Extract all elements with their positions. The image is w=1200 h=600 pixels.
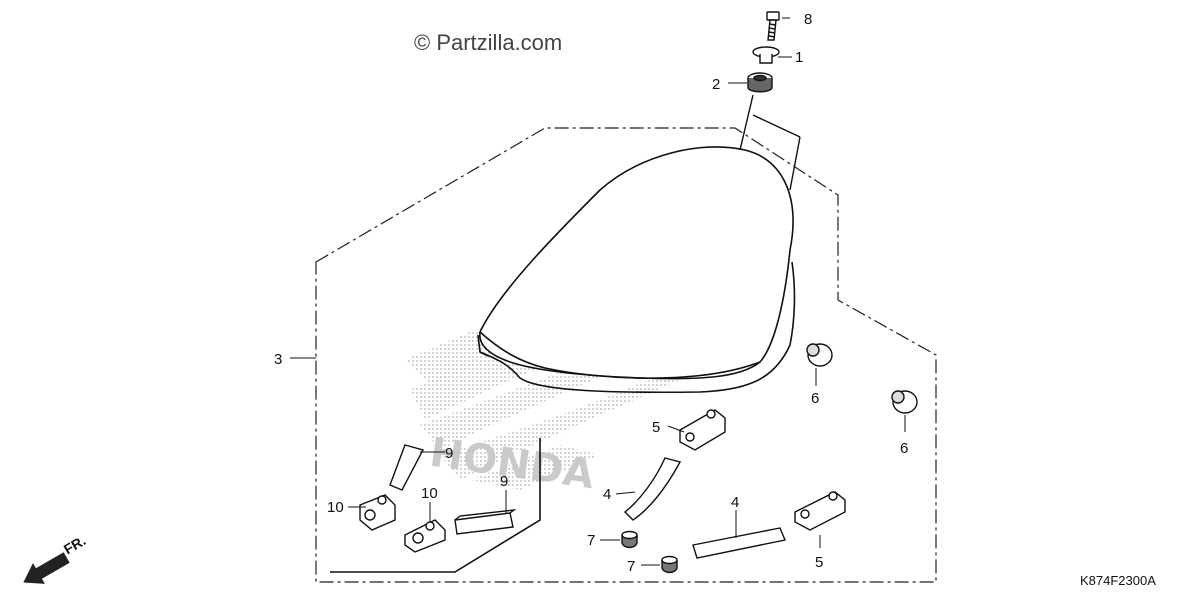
spacer-block-upper <box>679 409 726 451</box>
damper-part-lower <box>891 390 918 414</box>
copyright-text: © Partzilla.com <box>414 30 563 55</box>
grommet-small-lower <box>661 555 678 574</box>
callout-numbers: 1 2 3 4 4 5 5 6 6 7 7 8 9 9 10 10 <box>274 11 908 575</box>
callout-9-lower: 9 <box>500 473 508 490</box>
rubber-strip-curved <box>623 457 682 521</box>
callout-6-lower: 6 <box>900 440 908 457</box>
damper-part-upper <box>806 343 833 367</box>
callout-7-lower: 7 <box>627 558 635 575</box>
inner-bracket-line <box>330 438 541 573</box>
collar-part <box>752 46 780 64</box>
callout-8: 8 <box>804 11 812 28</box>
block-part-right <box>404 519 446 553</box>
callout-3: 3 <box>274 351 282 368</box>
callout-10-right: 10 <box>421 485 438 502</box>
spacer-block-lower <box>794 491 846 531</box>
grommet-part <box>747 72 773 93</box>
callout-1: 1 <box>795 49 803 66</box>
diagram-code: K874F2300A <box>1080 573 1156 588</box>
seat <box>477 146 796 394</box>
bolt-part <box>766 11 780 41</box>
strip-part-curved <box>389 444 425 491</box>
grommet-small-upper <box>621 530 638 549</box>
callout-9-upper: 9 <box>445 445 453 462</box>
callout-10-left: 10 <box>327 499 344 516</box>
strip-part-straight <box>454 509 517 535</box>
callout-5-upper: 5 <box>652 419 660 436</box>
block-part-left <box>359 494 396 531</box>
callout-5-lower: 5 <box>815 554 823 571</box>
leader-lines <box>290 17 906 566</box>
front-label: FR. <box>61 532 89 557</box>
callout-6-upper: 6 <box>811 390 819 407</box>
rubber-strip-straight <box>692 527 786 559</box>
grommet-bracket <box>739 94 754 151</box>
callout-7-upper: 7 <box>587 532 595 549</box>
callout-4-lower: 4 <box>731 494 739 511</box>
dashed-assembly-outline <box>315 127 937 583</box>
callout-4-upper: 4 <box>603 486 611 503</box>
callout-2: 2 <box>712 76 720 93</box>
front-arrow-icon: FR. <box>23 532 89 584</box>
